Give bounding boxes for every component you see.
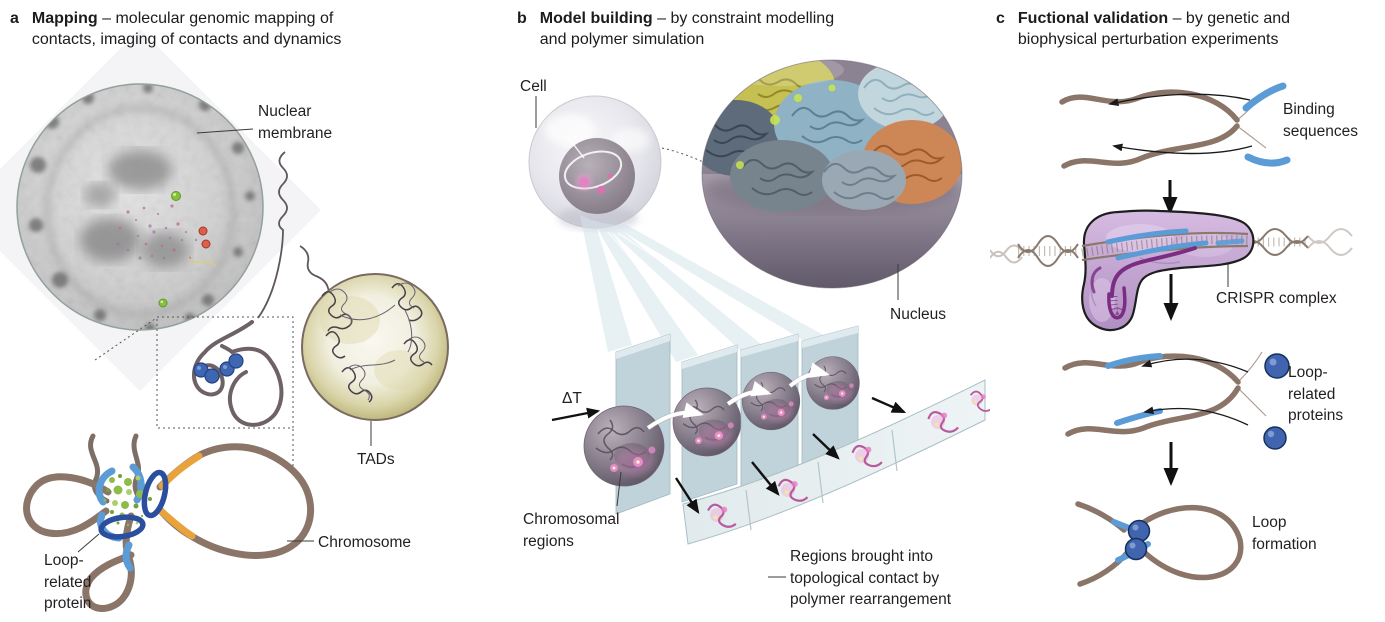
panel-b-title-text: – by constraint modelling and polymer si… — [539, 10, 835, 48]
chromosomal-regions-pointer — [616, 471, 622, 507]
panel-c-illustration — [990, 82, 1353, 587]
panel-a-title-bold: Mapping — [31, 10, 98, 27]
panel-a-title-text: – molecular genomic mapping of contacts,… — [31, 10, 342, 48]
cell-label: Cell — [520, 78, 547, 95]
chromosome-label: Chromosome — [318, 534, 412, 551]
chromosome-sphere-4 — [807, 357, 860, 410]
tad-clusters — [321, 282, 433, 403]
green-fluorescent-dots — [158, 191, 181, 308]
guide-rna — [1090, 246, 1197, 320]
cell-illustration — [528, 95, 662, 230]
chromosome-sphere-2 — [673, 388, 741, 456]
loop-formation-illustration — [1075, 501, 1244, 587]
film-strip — [682, 379, 990, 545]
panel-c-title-bold: Fuctional validation — [1017, 10, 1169, 27]
nuclear-membrane-label: Nuclear membrane — [258, 103, 333, 142]
panel-b-illustration — [528, 59, 990, 578]
panel-b-header: b Model building – by constraint modelli… — [517, 8, 862, 50]
fish-speckles — [116, 204, 198, 260]
panel-b-letter: b — [517, 10, 527, 27]
loop-protein-dots — [1263, 353, 1290, 450]
crispr-complex-illustration — [990, 209, 1353, 332]
panel-c-title-text: – by genetic and biophysical perturbatio… — [1017, 10, 1291, 48]
tads-image — [301, 273, 449, 421]
cohesin-ring-upper — [141, 469, 169, 519]
red-fluorescent-dots — [198, 226, 211, 249]
crispr-complex-label: CRISPR complex — [1216, 290, 1337, 307]
nucleus-territories-illustration — [701, 59, 963, 289]
loop-related-protein-label: Loop-related protein — [44, 552, 92, 613]
tads-label: TADs — [357, 451, 395, 468]
panel-b-title-bold: Model building — [539, 10, 653, 27]
binding-sequence-marks — [1242, 82, 1291, 167]
protein-hairpin-illustration — [1062, 351, 1290, 450]
chromosome-loop-diagram — [23, 433, 314, 612]
panel-a-illustration — [0, 28, 449, 612]
crispr-target-blue-bottom — [1115, 240, 1209, 261]
panel-a-letter: a — [10, 10, 19, 27]
cell-to-nucleus-dotted-line — [661, 147, 713, 167]
panel-a-header: a Mapping – molecular genomic mapping of… — [10, 8, 354, 50]
chromosomal-regions-label: Chromosomal regions — [523, 511, 620, 550]
binding-sequence-on-strand-top — [1105, 353, 1163, 369]
loop-protein-dots-small — [193, 353, 244, 384]
delta-t-label: ΔT — [562, 390, 582, 407]
magnified-loops-box — [94, 316, 294, 471]
nucleus-label: Nucleus — [890, 306, 946, 323]
microscopy-nucleus-image — [0, 28, 322, 392]
panel-c-letter: c — [996, 10, 1005, 27]
loop-protein-pointer — [77, 533, 100, 553]
loop-protein-dots-joined — [1124, 519, 1151, 561]
black-sampling-arrows — [674, 396, 907, 515]
delta-t-arrow — [551, 407, 601, 422]
regions-caption-label: Regions brought into topological contact… — [790, 548, 952, 609]
loop-related-proteins-label: Loop-related proteins — [1288, 364, 1344, 425]
cohesin-ring-lower — [98, 514, 146, 540]
chromosome-sphere-1 — [584, 406, 664, 486]
panel-c-header: c Fuctional validation – by genetic and … — [996, 8, 1336, 50]
loop-formation-label: Loop formation — [1252, 514, 1317, 553]
nuclear-membrane-pointer — [196, 128, 254, 134]
binding-sequences-label: Binding sequences — [1283, 101, 1358, 140]
crispr-target-blue-top — [1105, 228, 1189, 245]
projection-beams — [580, 215, 825, 362]
binding-sequence-on-strand-bottom — [1114, 408, 1163, 426]
white-motion-arrows — [646, 362, 830, 431]
chromosome-sphere-3 — [742, 372, 800, 430]
binding-hairpin-illustration — [1059, 82, 1291, 169]
